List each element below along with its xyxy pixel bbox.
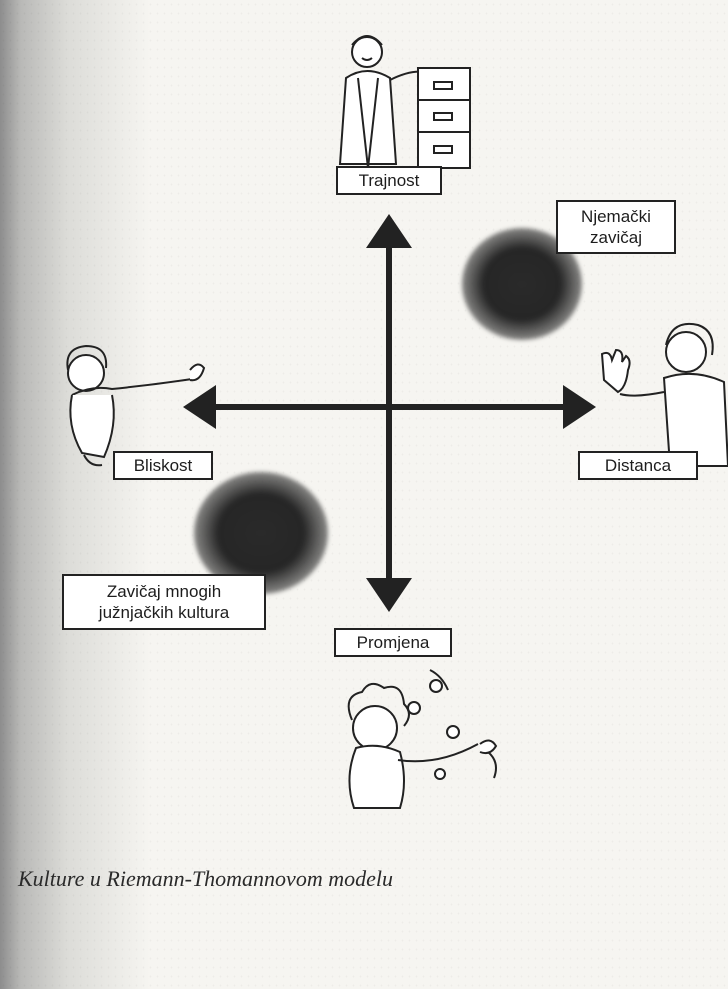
- man-stop-gesture-icon: [600, 323, 728, 467]
- arrow-up: [366, 214, 412, 248]
- label-southern-line2: južnjačkih kultura: [98, 603, 230, 622]
- label-distanca: Distanca: [578, 451, 698, 480]
- juggler-icon: [347, 669, 498, 809]
- label-bliskost-text: Bliskost: [133, 456, 193, 475]
- label-german-line2: zavičaj: [590, 228, 642, 247]
- figure-caption: Kulture u Riemann-Thomannovom modelu: [18, 866, 393, 891]
- arrow-left: [183, 385, 216, 429]
- southern-culture-blob: [194, 472, 328, 594]
- label-distanca-text: Distanca: [604, 456, 672, 475]
- woman-reaching-icon: [66, 344, 206, 467]
- arrow-down: [366, 578, 412, 612]
- label-southern-line1: Zavičaj mnogih: [106, 582, 222, 601]
- label-bliskost: Bliskost: [113, 451, 213, 480]
- arrow-right: [563, 385, 596, 429]
- man-with-cabinet-icon: [338, 35, 471, 169]
- label-southern-homeland: Zavičaj mnogih južnjačkih kultura: [62, 574, 266, 630]
- label-german-homeland: Njemački zavičaj: [556, 200, 676, 254]
- page-shadow: [0, 0, 150, 989]
- label-german-line1: Njemački: [581, 207, 651, 226]
- label-promjena-text: Promjena: [356, 633, 430, 652]
- label-promjena: Promjena: [334, 628, 452, 657]
- label-trajnost-text: Trajnost: [358, 171, 420, 190]
- label-trajnost: Trajnost: [336, 166, 442, 195]
